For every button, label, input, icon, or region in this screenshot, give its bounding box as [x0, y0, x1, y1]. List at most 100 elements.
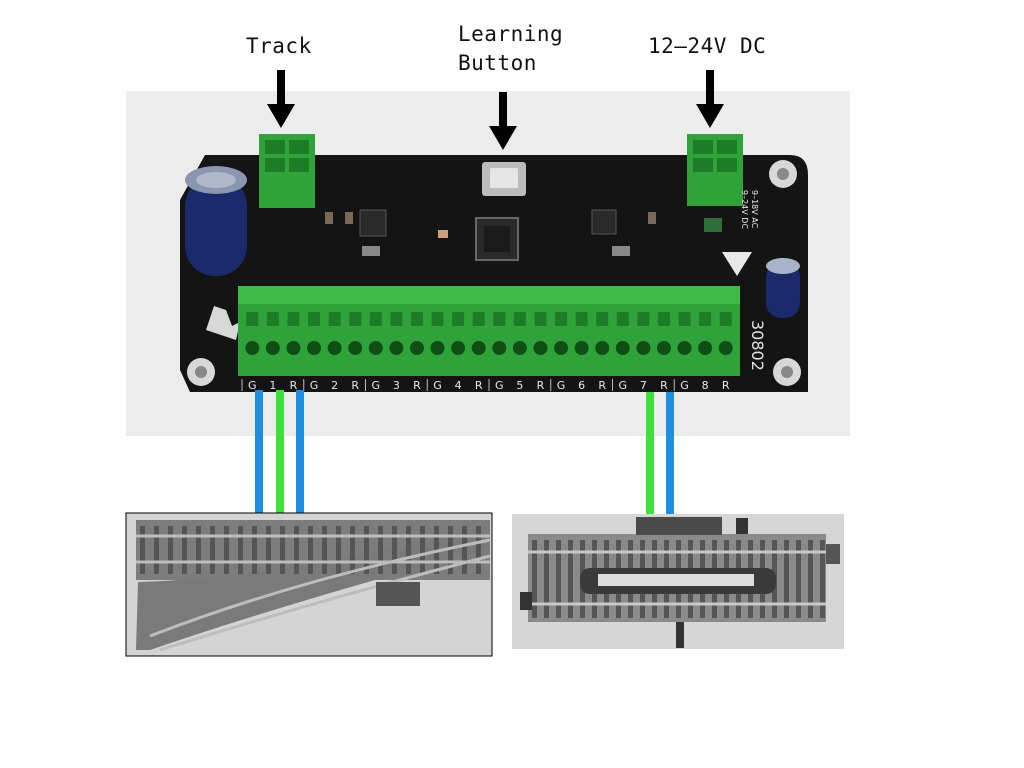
track-tie [168, 526, 173, 574]
wire-blue-r1 [296, 390, 304, 514]
track-label: Track [246, 34, 312, 58]
terminal-screw [452, 312, 465, 326]
terminal-label: G [557, 379, 566, 392]
terminal-wire-entry [677, 341, 692, 355]
track-tie [182, 526, 187, 574]
track-tie [196, 526, 201, 574]
track-tie [784, 540, 789, 618]
terminal-wire-entry [307, 341, 322, 355]
track-tie [476, 526, 481, 574]
terminal-screw [246, 312, 259, 326]
terminal-label: R [537, 379, 545, 392]
track-tie [462, 526, 467, 574]
track-tie [154, 526, 159, 574]
track-arrow-icon [267, 70, 295, 128]
terminal-wire-entry [471, 341, 486, 355]
terminal-screw [678, 312, 691, 326]
terminal-screw [719, 312, 732, 326]
terminal-wire-entry [327, 341, 342, 355]
terminal-wire-entry [348, 341, 363, 355]
terminal-screw [575, 312, 588, 326]
terminal-label: R [598, 379, 606, 392]
terminal-wire-entry [451, 341, 466, 355]
power-marking-dc: 9–24V DC [740, 190, 749, 229]
turnout-wires [255, 390, 304, 514]
terminal-wire-entry [656, 341, 671, 355]
track-tie [294, 526, 299, 574]
terminal-screw [493, 312, 506, 326]
track-tie [378, 526, 383, 574]
terminal-screw [657, 312, 670, 326]
track-tie [448, 526, 453, 574]
terminal-screw [410, 312, 423, 326]
terminal-label: R [660, 379, 668, 392]
terminal-screw [308, 312, 321, 326]
terminal-label: G [619, 379, 628, 392]
terminal-wire-entry [512, 341, 527, 355]
track-tie [568, 540, 573, 618]
terminal-label: 8 [702, 379, 709, 392]
track-tie [308, 526, 313, 574]
terminal-screw [472, 312, 485, 326]
terminal-screw [349, 312, 362, 326]
terminal-label: 2 [331, 379, 338, 392]
track-tie [350, 526, 355, 574]
terminal-screw [328, 312, 341, 326]
terminal-label: 5 [516, 379, 523, 392]
terminal-screw [555, 312, 568, 326]
terminal-label: G [680, 379, 689, 392]
terminal-label: G [372, 379, 381, 392]
track-tie [420, 526, 425, 574]
power-label: 12–24V DC [648, 34, 767, 58]
terminal-label: G [310, 379, 319, 392]
output-terminal-strip [238, 286, 740, 376]
track-tie [392, 526, 397, 574]
terminal-label: G [433, 379, 442, 392]
power-arrow-icon [696, 70, 724, 128]
terminal-wire-entry [533, 341, 548, 355]
terminal-label: 1 [269, 379, 276, 392]
terminal-wire-entry [286, 341, 301, 355]
terminal-wire-entry [615, 341, 630, 355]
terminal-label: R [290, 379, 298, 392]
terminal-label: R [413, 379, 421, 392]
track-tie [364, 526, 369, 574]
terminal-screw [534, 312, 547, 326]
wire-blue-g1 [255, 390, 263, 514]
terminal-screw [431, 312, 444, 326]
learning-button-label-line1: Learning [458, 22, 564, 46]
terminal-wire-entry [554, 341, 569, 355]
track-tie [808, 540, 813, 618]
terminal-wire-entry [430, 341, 445, 355]
track-tie [238, 526, 243, 574]
terminal-screw [369, 312, 382, 326]
terminal-label: R [475, 379, 483, 392]
board-model-number: 30802 [748, 320, 767, 371]
terminal-label: R [722, 379, 730, 392]
terminal-label: 7 [640, 379, 647, 392]
wire-green-1 [276, 390, 284, 514]
track-tie [556, 540, 561, 618]
turnout-track-image [125, 512, 493, 657]
track-tie [224, 526, 229, 574]
terminal-label: 3 [393, 379, 400, 392]
turnout-motor-box [376, 582, 420, 606]
track-tie [322, 526, 327, 574]
microcontroller-chip [475, 217, 519, 261]
terminal-wire-entry [718, 341, 733, 355]
power-marking-ac: 9–18V AC [750, 190, 759, 229]
terminal-label: 6 [578, 379, 585, 392]
track-tie [252, 526, 257, 574]
terminal-wire-entry [698, 341, 713, 355]
terminal-wire-entry [595, 341, 610, 355]
track-tie [140, 526, 145, 574]
uncoupler-wires [646, 392, 674, 514]
track-tie [796, 540, 801, 618]
terminal-wire-entry [368, 341, 383, 355]
track-tie [210, 526, 215, 574]
track-tie [544, 540, 549, 618]
terminal-label: G [248, 379, 257, 392]
